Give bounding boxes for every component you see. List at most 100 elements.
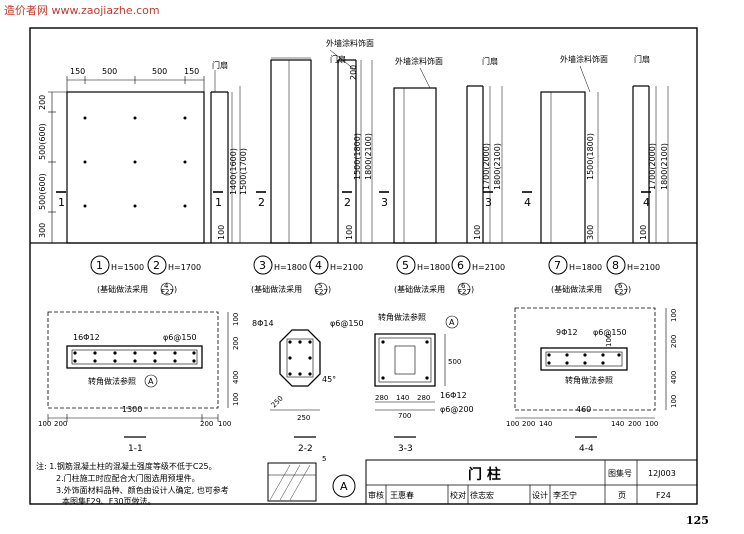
foundation-ref-1: (基础做法采用 — [97, 284, 148, 294]
s1-edge-1: 100 — [38, 420, 51, 428]
s3-dim-3: 280 — [417, 394, 430, 402]
s4-edge-2: 200 — [522, 420, 535, 428]
dim-side-3: 500(600) — [38, 173, 47, 210]
ref-3-page: F27 — [458, 288, 471, 296]
vdim-a2: 1500(1700) — [239, 148, 248, 195]
dim-top-4: 150 — [184, 67, 199, 76]
vdim-e3: 100 — [639, 225, 648, 240]
vdim-e1: 1700(2000) — [648, 143, 657, 190]
section-2-octagon — [279, 329, 321, 387]
dim-side-4: 300 — [38, 223, 47, 238]
vdim-c2: 1800(2100) — [493, 143, 502, 190]
ref-3-num: 6 — [461, 282, 466, 290]
type-8: 8 — [612, 259, 619, 272]
s3-rebar: 16Φ12 — [440, 391, 467, 400]
dim-side-1: 200 — [38, 95, 47, 110]
check-label: 校对 — [450, 490, 466, 500]
s3-note: 转角做法参照 — [378, 312, 426, 322]
mark-2a: 2 — [258, 196, 265, 209]
height-3: H=1800 — [274, 263, 307, 272]
foundation-ref-3: (基础做法采用 — [394, 284, 445, 294]
s2-dim-2: 250 — [297, 414, 310, 422]
s3-dim-1: 280 — [375, 394, 388, 402]
vdim-d2: 300 — [586, 225, 595, 240]
vdim-c3: 100 — [473, 225, 482, 240]
type-6: 6 — [457, 259, 464, 272]
ref-1-page: F27 — [161, 288, 174, 296]
vdim-b1: 200 — [349, 65, 358, 80]
s3-dim-2: 140 — [396, 394, 409, 402]
s4-side-3: 400 — [670, 371, 678, 384]
s1-width: 1300 — [122, 405, 142, 414]
ref-4-page: F27 — [615, 288, 628, 296]
type-1: 1 — [96, 259, 103, 272]
ref-4-num: 6 — [618, 282, 623, 290]
foundation-ref-2: (基础做法采用 — [251, 284, 302, 294]
detail-a-box — [267, 462, 317, 502]
dim-side-2: 500(600) — [38, 123, 47, 160]
s4-edge-1: 100 — [506, 420, 519, 428]
note-1: 注: 1.钢筋混凝土柱的混凝土强度等级不低于C25。 — [36, 461, 217, 471]
mark-2b: 2 — [344, 196, 351, 209]
s1-side-3: 400 — [232, 371, 240, 384]
page-label: 页 — [618, 491, 626, 500]
vdim-b2: 1500(1800) — [353, 133, 362, 180]
s1-corner: 转角做法参照 — [88, 376, 136, 386]
height-2: H=1700 — [168, 263, 201, 272]
ref-2-page: F27 — [315, 288, 328, 296]
label-gate-3: 门扇 — [482, 56, 498, 66]
note-4: 本图集F29、F30页做法。 — [62, 496, 156, 506]
mark-3b: 3 — [485, 196, 492, 209]
vdim-a1: 1400(1600) — [229, 148, 238, 195]
elevation-3-post — [393, 87, 437, 244]
watermark: 造价者网 www.zaojiazhe.com — [4, 4, 160, 17]
s1-side-4: 100 — [232, 393, 240, 406]
page-number: 125 — [686, 514, 709, 527]
dim-top-1: 150 — [70, 67, 85, 76]
set-label: 图集号 — [608, 468, 632, 478]
height-1: H=1500 — [111, 263, 144, 272]
reviewer-name: 王惠春 — [390, 490, 414, 500]
review-label: 审核 — [368, 490, 384, 500]
foundation-close-2: ) — [328, 285, 331, 294]
label-finish-2: 外墙涂料饰面 — [395, 56, 443, 66]
s1-edge-4: 100 — [218, 420, 231, 428]
type-3: 3 — [259, 259, 266, 272]
s1-edge-2: 200 — [54, 420, 67, 428]
type-4: 4 — [315, 259, 322, 272]
mark-1b: 1 — [215, 196, 222, 209]
s3-height: 500 — [448, 358, 461, 366]
type-7: 7 — [554, 259, 561, 272]
s4-side-1: 100 — [670, 309, 678, 322]
s2-title: 2-2 — [298, 444, 313, 454]
s1-stirrup: φ6@150 — [163, 333, 197, 342]
s4-edge-5: 200 — [628, 420, 641, 428]
section-4-foundation — [514, 307, 656, 411]
label-gate-4: 门扇 — [634, 54, 650, 64]
section-1-foundation — [47, 311, 219, 409]
vdim-b4: 100 — [345, 225, 354, 240]
elevation-2-post — [270, 59, 312, 244]
vdim-c1: 1700(2000) — [482, 143, 491, 190]
s4-inner: 100 — [605, 334, 613, 347]
vdim-e2: 1800(2100) — [660, 143, 669, 190]
s4-width: 460 — [576, 405, 591, 414]
elevation-4-post — [540, 91, 586, 244]
ref-1-num: 4 — [164, 282, 169, 290]
section-4-beam — [540, 347, 628, 371]
elevation-1-panel — [66, 91, 205, 244]
s4-side-2: 200 — [670, 335, 678, 348]
s2-angle: 45° — [322, 375, 336, 384]
s1-edge-3: 200 — [200, 420, 213, 428]
page-code: F24 — [656, 491, 671, 500]
type-2: 2 — [153, 259, 160, 272]
s1-ref: A — [148, 377, 154, 386]
mark-3a: 3 — [381, 196, 388, 209]
vdim-b3: 1800(2100) — [364, 133, 373, 180]
s2-stirrup: φ6@150 — [330, 319, 364, 328]
note-2: 2.门柱施工时应配合大门图选用预埋件。 — [56, 473, 200, 483]
drawing-title: 门 柱 — [468, 466, 501, 483]
dim-top-3: 500 — [152, 67, 167, 76]
foundation-ref-4: (基础做法采用 — [551, 284, 602, 294]
